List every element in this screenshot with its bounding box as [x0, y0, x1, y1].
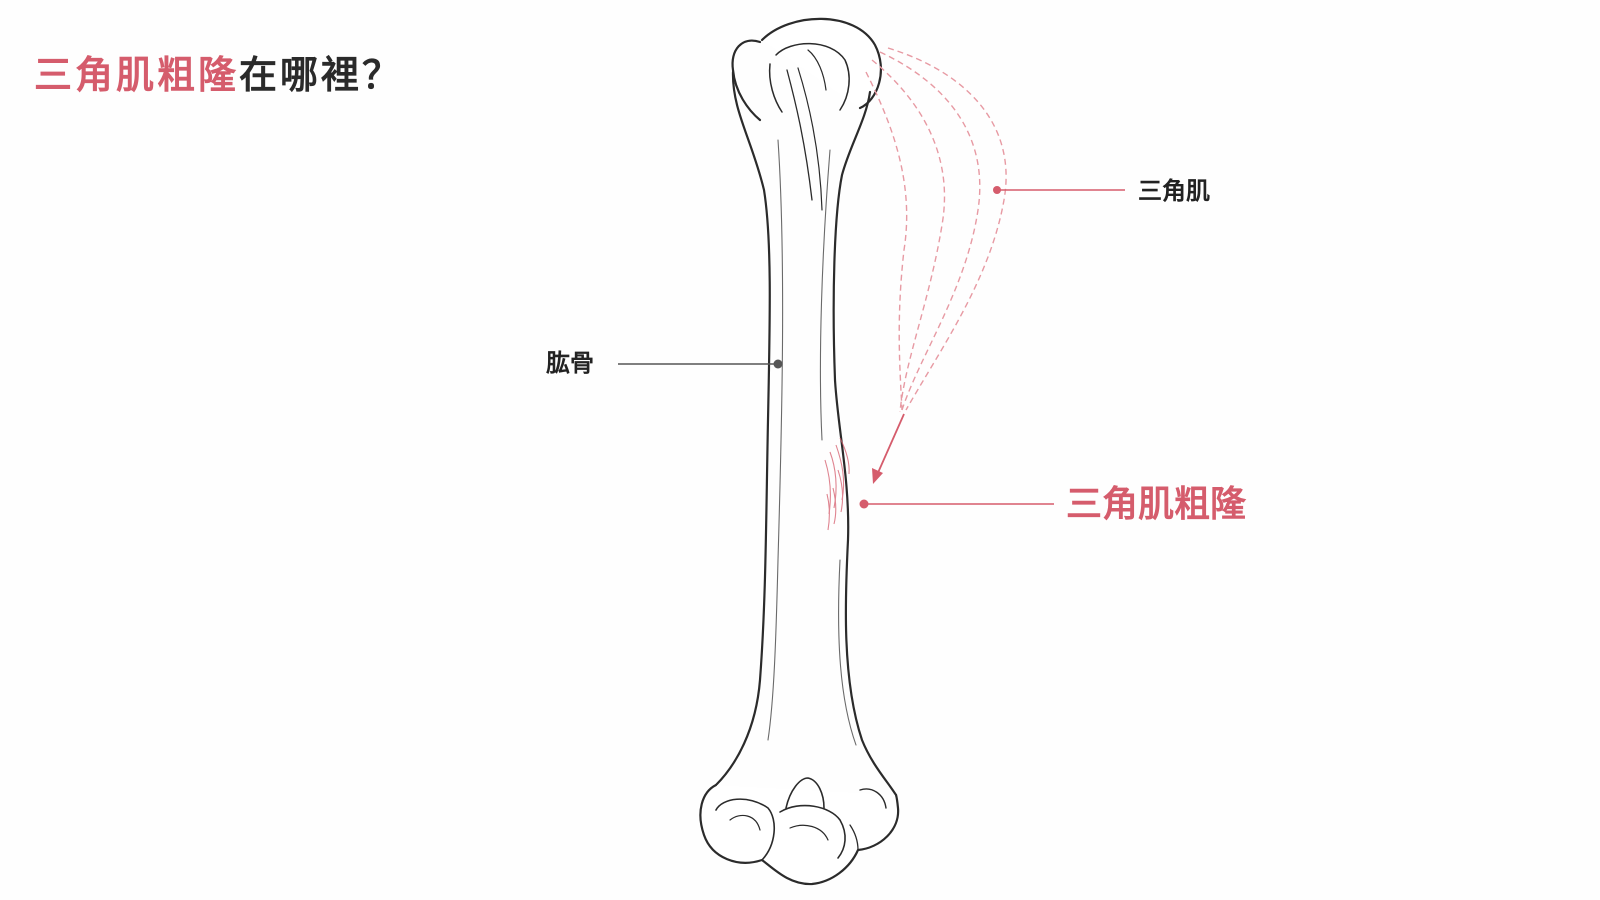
tuberosity-pointer-dot: [859, 499, 869, 509]
deltoid-muscle-outline: [865, 47, 1007, 413]
humerus-label: 肱骨: [546, 349, 594, 377]
humerus-pointer-dot: [773, 359, 783, 369]
tuberosity-label: 三角肌粗隆: [1066, 484, 1247, 525]
deltoid-label: 三角肌: [1138, 177, 1210, 205]
insertion-arrow: [872, 413, 905, 484]
deltoid-pointer-dot: [993, 186, 1001, 194]
humerus-bone: [699, 17, 900, 886]
leader-lines: [618, 186, 1125, 509]
title-rest: 在哪裡？: [239, 53, 404, 98]
tuberosity-texture: [824, 437, 850, 531]
page-title: 三角肌粗隆在哪裡？: [34, 55, 403, 97]
title-highlight: 三角肌粗隆: [34, 53, 240, 98]
